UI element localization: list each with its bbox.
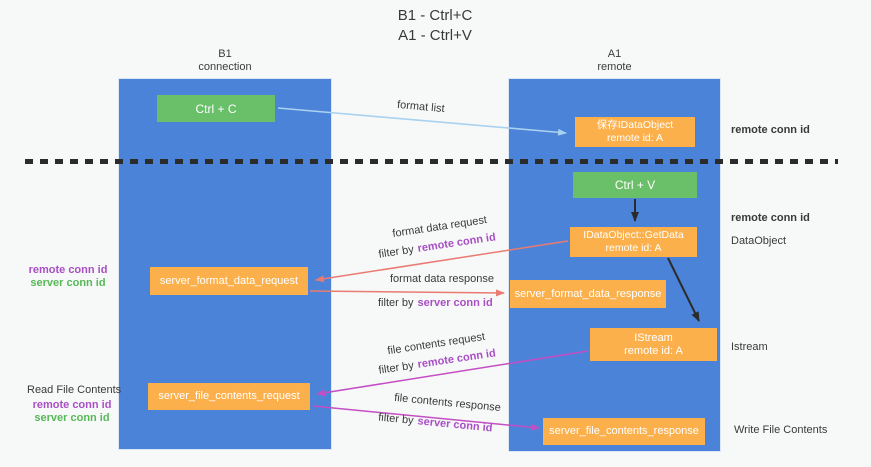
remote-conn-id-right-mid: remote conn id [731, 212, 810, 224]
ctrl-v-box: Ctrl + V [573, 172, 697, 198]
ctrl-v-label: Ctrl + V [614, 178, 656, 192]
file-contents-response-label: file contents response [393, 391, 502, 415]
file-contents-response-filter: filter by server conn id [378, 412, 493, 435]
istream-box: IStream remote id: A [590, 328, 717, 361]
server-conn-id-text: server conn id [417, 297, 493, 309]
read-file-contents-label: Read File Contents [27, 384, 122, 396]
title-line-2: A1 - Ctrl+V [398, 27, 472, 44]
server-file-contents-request-box: server_file_contents_request [148, 383, 310, 410]
idataobject-getdata-box: IDataObject::GetData remote id: A [570, 227, 697, 257]
ctrl-c-box: Ctrl + C [157, 95, 275, 122]
title-line-1: B1 - Ctrl+C [397, 7, 473, 24]
lane-a1-header: A1 remote [508, 48, 721, 74]
format-data-response-label: format data response [390, 273, 494, 285]
write-file-contents-label: Write File Contents [734, 424, 828, 436]
filter-by-text: filter by [377, 243, 415, 261]
server-file-contents-response-box: server_file_contents_response [543, 418, 705, 445]
ctrl-c-label: Ctrl + C [195, 101, 237, 116]
getdata-line1: IDataObject::GetData [583, 229, 684, 241]
save-idataobject-box: 保存IDataObject remote id: A [575, 117, 695, 147]
remote-conn-id-right-top: remote conn id [731, 124, 810, 136]
remote-conn-id-left-bottom: remote conn id [32, 399, 112, 411]
server-conn-id-left-bottom: server conn id [34, 412, 110, 424]
remote-conn-id-left-top: remote conn id [28, 264, 108, 276]
save-idataobject-line2: remote id: A [606, 132, 664, 144]
dataobject-label: DataObject [731, 235, 787, 247]
left-conn-ids-top: remote conn id server conn id [18, 264, 118, 290]
left-conn-ids-bottom: remote conn id server conn id [22, 399, 122, 425]
server-format-data-request-label: server_format_data_request [159, 274, 299, 287]
diagram-title: B1 - Ctrl+C A1 - Ctrl+V [315, 6, 555, 46]
server-format-data-request-box: server_format_data_request [150, 267, 308, 295]
server-file-contents-request-label: server_file_contents_request [158, 390, 300, 402]
istream-line2: remote id: A [624, 344, 683, 357]
getdata-line2: remote id: A [605, 242, 662, 254]
istream-line1: IStream [634, 331, 673, 344]
server-format-data-response-label: server_format_data_response [514, 287, 662, 300]
lane-b1-header: B1 connection [118, 48, 332, 74]
format-data-response-arrow [309, 289, 505, 297]
lane-b1-subtitle: connection [198, 61, 252, 73]
remote-conn-id-text: remote conn id [416, 231, 497, 255]
server-format-data-response-box: server_format_data_response [510, 280, 666, 308]
istream-side-label: Istream [731, 341, 768, 353]
lane-a1-name: A1 [607, 48, 622, 60]
format-list-label: format list [396, 98, 446, 116]
server-file-contents-response-label: server_file_contents_response [549, 425, 699, 437]
lane-b1-name: B1 [218, 48, 232, 60]
save-idataobject-line1: 保存IDataObject [596, 119, 674, 131]
server-conn-id-text: server conn id [416, 415, 493, 435]
server-conn-id-left-top: server conn id [30, 277, 106, 289]
filter-by-text: filter by [378, 297, 414, 309]
dashed-divider [25, 159, 838, 164]
lane-a1-subtitle: remote [597, 61, 632, 73]
format-data-response-filter: filter by server conn id [378, 297, 493, 309]
filter-by-text: filter by [377, 359, 415, 377]
filter-by-text: filter by [377, 411, 415, 427]
